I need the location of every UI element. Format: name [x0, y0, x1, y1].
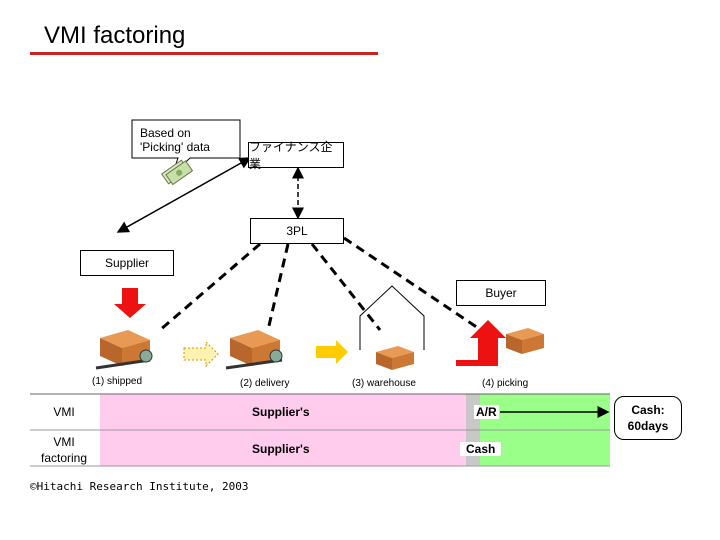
- band-factoring-pink: [100, 430, 466, 466]
- band-text-vmi: Supplier's: [252, 405, 310, 419]
- band-factoring-green: [480, 430, 610, 466]
- warehouse-outline: [359, 285, 425, 350]
- row-label-factoring-line1: VMI: [53, 435, 75, 449]
- page-title: VMI factoring: [44, 22, 186, 49]
- finance-supplier-arrow: [116, 157, 252, 233]
- row-label-vmi-factoring: VMI factoring: [30, 434, 98, 466]
- supplier-label: Supplier: [104, 256, 150, 270]
- finance-label: ファイナンス企業: [249, 140, 333, 171]
- money-icon: [161, 159, 194, 186]
- callout-line1: Based on: [140, 126, 191, 140]
- callout-line2: 'Picking' data: [140, 140, 210, 154]
- delivery-yellow-arrow-outline: [183, 340, 219, 368]
- threepl-box: 3PL: [250, 218, 344, 244]
- stage-label-warehouse: (3) warehouse: [352, 378, 416, 389]
- cash-note-line1: Cash:: [631, 403, 665, 417]
- shipped-red-arrow: [114, 288, 146, 318]
- cash-note-box: Cash: 60days: [614, 396, 682, 440]
- threepl-label: 3PL: [286, 224, 308, 238]
- supplier-box: Supplier: [80, 250, 174, 276]
- row-label-factoring-line2: factoring: [40, 451, 88, 465]
- stage-label-shipped: (1) shipped: [92, 376, 143, 387]
- ar-label: A/R: [474, 405, 499, 419]
- box-warehouse: [376, 346, 414, 370]
- band-vmi-pink: [100, 394, 466, 430]
- spoke-3pl-shipped: [159, 242, 261, 332]
- buyer-label: Buyer: [485, 286, 517, 300]
- cash-label: Cash: [460, 442, 502, 456]
- band-vmi-gray: [466, 394, 480, 430]
- finance-box: ファイナンス企業: [248, 140, 344, 171]
- cart-shipped: [95, 330, 153, 370]
- cart-delivery: [225, 330, 283, 370]
- copyright-text: ©Hitachi Research Institute, 2003: [30, 480, 249, 493]
- spoke-3pl-picking: [343, 236, 485, 334]
- picking-red-arrow: [456, 320, 506, 366]
- row-label-vmi: VMI: [53, 405, 75, 419]
- title-underline: [30, 52, 378, 55]
- box-picking: [506, 328, 544, 354]
- spoke-3pl-warehouse: [310, 243, 382, 331]
- stage-label-delivery: (2) delivery: [240, 378, 290, 389]
- callout-text: Based on 'Picking' data: [140, 126, 210, 154]
- warehouse-yellow-arrow: [316, 340, 348, 364]
- cash-note-line2: 60days: [627, 419, 669, 433]
- band-text-factoring: Supplier's: [252, 442, 310, 456]
- stage-label-picking: (4) picking: [482, 378, 529, 389]
- spoke-3pl-delivery: [266, 243, 290, 331]
- buyer-box: Buyer: [456, 280, 546, 306]
